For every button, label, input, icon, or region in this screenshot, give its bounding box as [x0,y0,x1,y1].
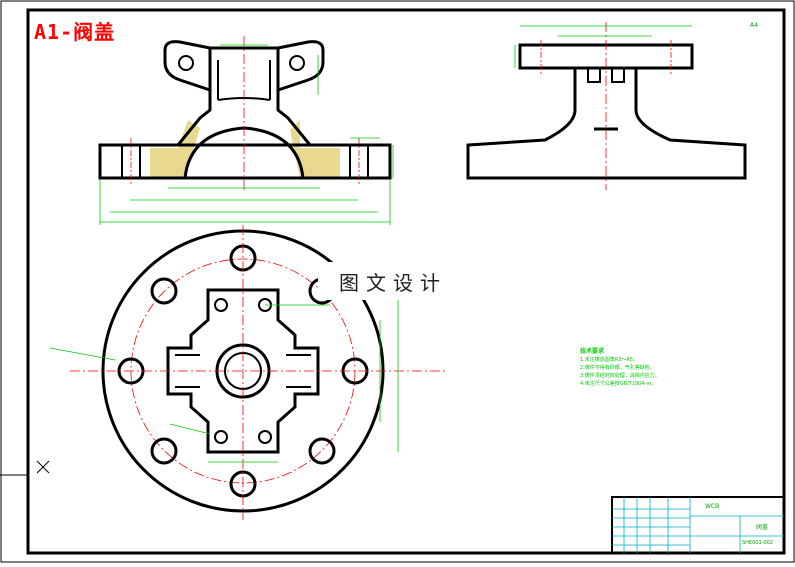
cross-mark [36,460,50,474]
notes-line: 4.未注尺寸公差按GB/T1804-m。 [580,381,657,387]
watermark: 图文设计 [318,262,468,300]
title-block [611,496,785,554]
side-view [466,22,747,190]
notes-heading: 技术要求 [580,348,605,355]
technical-notes: 技术要求 1.未注铸造圆角R3～R5。 2.铸件不得有砂眼、气孔等缺陷。 3.铸… [580,348,660,388]
title-block-code: SHE001-002 [742,540,773,546]
title-block-material: WCB [705,503,720,510]
sheet-code: A4 [750,22,758,29]
notes-line: 1.未注铸造圆角R3～R5。 [580,357,639,363]
inner-border [26,8,786,555]
top-view [49,225,445,520]
front-section-view [98,36,394,225]
title-block-part-name: 阀盖 [756,524,769,531]
notes-line: 3.铸件须经时效处理，消除内应力。 [580,373,660,379]
drawing-title: A1-阀盖 [34,20,116,44]
notes-line: 2.铸件不得有砂眼、气孔等缺陷。 [580,365,655,371]
